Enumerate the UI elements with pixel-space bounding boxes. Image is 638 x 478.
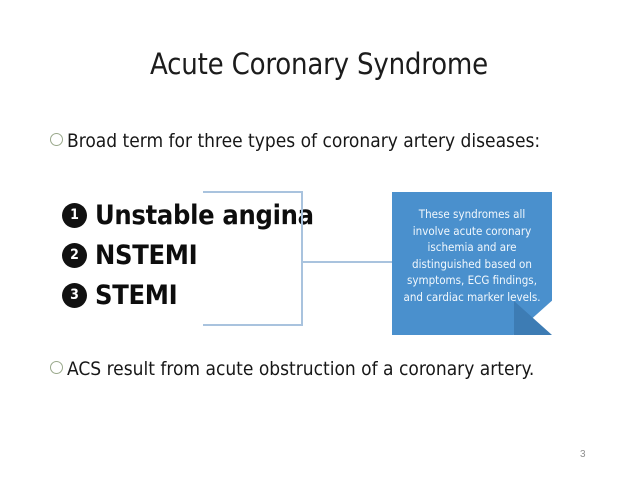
bullet-item-1-label: Broad term for three types of coronary a… xyxy=(67,130,541,152)
list-item: 1 Unstable angina xyxy=(62,196,314,234)
bullet-item-2-label: ACS result from acute obstruction of a c… xyxy=(67,358,535,380)
callout-box: These syndromes all involve acute corona… xyxy=(392,192,552,335)
list-item-label: Unstable angina xyxy=(95,199,314,231)
bracket-connector-vertical xyxy=(301,191,303,326)
page-title: Acute Coronary Syndrome xyxy=(150,47,488,81)
list-item: 3 STEMI xyxy=(62,276,314,314)
bracket-connector-bottom xyxy=(203,324,303,326)
hollow-circle-bullet-icon xyxy=(50,361,63,374)
bracket-connector-stem xyxy=(301,261,393,263)
number-badge-1-icon: 1 xyxy=(62,202,87,228)
numbered-list: 1 Unstable angina 2 NSTEMI 3 STEMI xyxy=(62,196,314,316)
number-badge-2-icon: 2 xyxy=(62,242,87,268)
callout-fold-corner-icon xyxy=(514,301,552,335)
callout-text: These syndromes all involve acute corona… xyxy=(403,207,541,304)
list-item-label: NSTEMI xyxy=(95,239,198,271)
list-item: 2 NSTEMI xyxy=(62,236,314,274)
page-number: 3 xyxy=(580,449,586,460)
list-item-label: STEMI xyxy=(95,279,178,311)
bullet-item-2: ACS result from acute obstruction of a c… xyxy=(50,358,534,380)
hollow-circle-bullet-icon xyxy=(50,133,63,146)
bullet-item-1: Broad term for three types of coronary a… xyxy=(50,130,540,152)
number-badge-3-icon: 3 xyxy=(62,282,87,308)
bracket-connector-top xyxy=(203,191,303,193)
